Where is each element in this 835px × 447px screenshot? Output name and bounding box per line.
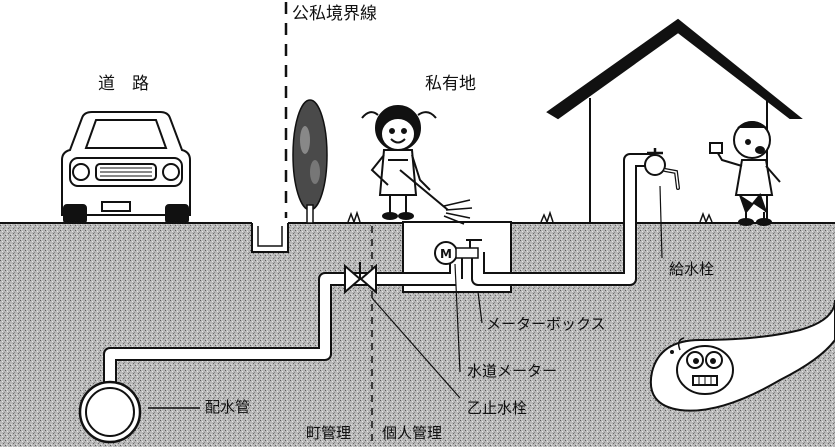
grass-tufts [347, 210, 713, 225]
distribution-pipe-label: 配水管 [205, 398, 251, 416]
boundary-label: 公私境界線 [292, 4, 377, 24]
road-label: 道 路 [98, 74, 149, 94]
town-management-label: 町管理 [306, 424, 352, 442]
water-meter-label: 水道メーター [467, 362, 558, 380]
car-illustration [61, 111, 191, 224]
stop-valve-label: 乙止水栓 [467, 399, 528, 417]
faucet-icon [644, 148, 680, 190]
meter-box-label: メーターボックス [486, 315, 606, 333]
stop-valve [344, 262, 377, 295]
svg-text:M: M [440, 247, 452, 261]
water-meter: M [434, 239, 482, 265]
tree-illustration [292, 99, 328, 224]
girl-sweeping-illustration [361, 105, 473, 225]
private-land-label: 私有地 [425, 74, 476, 94]
hydrant-label: 給水栓 [669, 260, 715, 278]
germ-character-icon [649, 299, 835, 412]
boy-illustration [709, 121, 781, 226]
roadside-gutter [251, 223, 289, 253]
private-management-label: 個人管理 [382, 424, 443, 442]
